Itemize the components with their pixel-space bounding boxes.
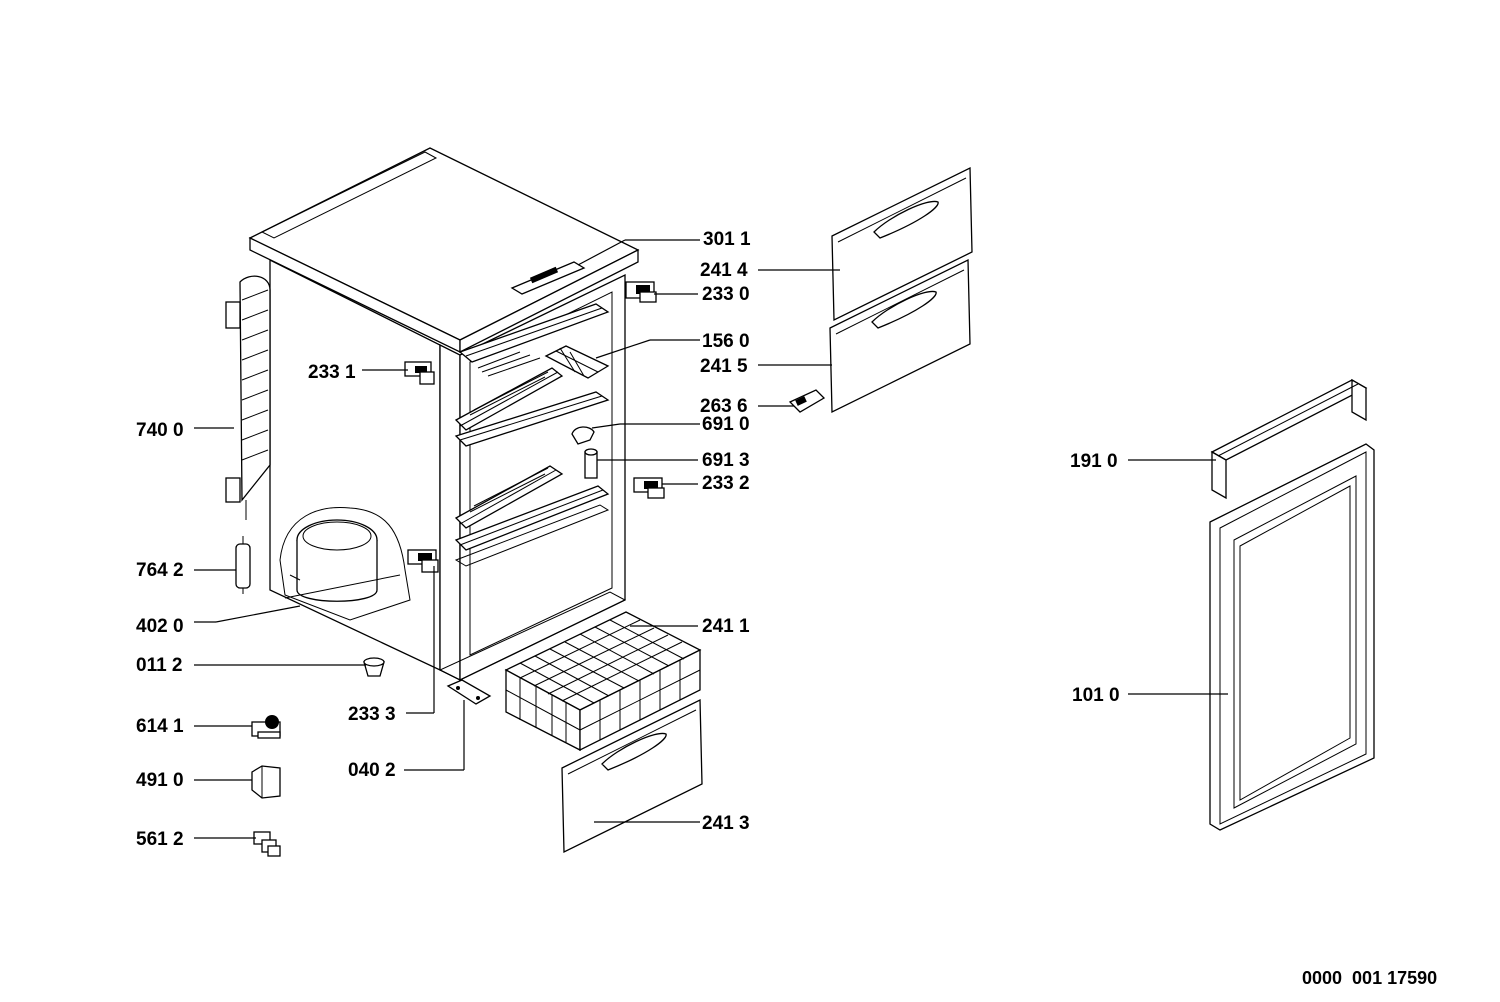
label-6141: 614 1 — [136, 716, 184, 737]
bottom-hinge-plate-0402 — [446, 679, 492, 705]
label-2636: 263 6 — [700, 396, 748, 417]
label-4020: 402 0 — [136, 616, 184, 637]
label-7642: 764 2 — [136, 560, 184, 581]
thermostat-bulb — [584, 448, 598, 479]
label-2413: 241 3 — [702, 813, 750, 834]
label-2333: 233 3 — [348, 704, 396, 725]
hinge-2330 — [625, 281, 657, 303]
label-0112: 011 2 — [136, 655, 183, 676]
bracket-5612 — [253, 831, 281, 857]
shelves — [454, 303, 610, 567]
label-1010: 101 0 — [1072, 685, 1120, 706]
label-2331: 233 1 — [308, 362, 356, 383]
drier-filter-7642 — [235, 536, 251, 594]
foot-0112 — [363, 657, 385, 677]
drawing-number: 0000 001 17590 — [1302, 968, 1437, 988]
control-panel — [510, 261, 586, 295]
label-3011: 301 1 — [703, 229, 751, 250]
drawer-2414 — [831, 166, 973, 322]
relay-6141 — [251, 715, 281, 739]
shelf-3 — [454, 465, 610, 551]
label-6910: 691 0 — [702, 414, 750, 435]
label-1560: 156 0 — [702, 331, 750, 352]
leader-lines — [194, 239, 1228, 839]
condenser-7400 — [225, 275, 271, 520]
hinge-2331 — [404, 361, 435, 385]
label-2332: 233 2 — [702, 473, 750, 494]
hinge-bottom-left — [407, 549, 439, 573]
thermostat-clip — [571, 426, 595, 445]
drawer-2415 — [829, 258, 971, 414]
part-labels: 301 1 241 4 233 0 156 0 241 5 233 1 263 … — [136, 229, 1120, 850]
drawer-2413 — [561, 698, 703, 854]
label-2415: 241 5 — [700, 356, 748, 377]
shelf-top — [458, 303, 610, 377]
handle-2636 — [788, 389, 826, 413]
label-2330: 233 0 — [702, 284, 750, 305]
basket-2411 — [504, 611, 702, 752]
label-1910: 191 0 — [1070, 451, 1118, 472]
label-7400: 740 0 — [136, 420, 184, 441]
label-2414: 241 4 — [700, 260, 748, 281]
label-5612: 561 2 — [136, 829, 184, 850]
hinge-2332 — [633, 477, 665, 499]
label-2411: 241 1 — [702, 616, 750, 637]
shelf-bottom — [454, 504, 610, 567]
door-1010 — [1209, 443, 1375, 831]
label-4910: 491 0 — [136, 770, 184, 791]
cover-4910 — [251, 765, 281, 799]
gasket-frame-1910 — [1210, 378, 1368, 500]
cabinet — [248, 147, 640, 682]
top-vent-grille — [260, 151, 438, 239]
ice-tray — [544, 345, 610, 379]
shelf-2 — [454, 367, 610, 447]
label-6913: 691 3 — [702, 450, 750, 471]
label-0402: 040 2 — [348, 760, 396, 781]
